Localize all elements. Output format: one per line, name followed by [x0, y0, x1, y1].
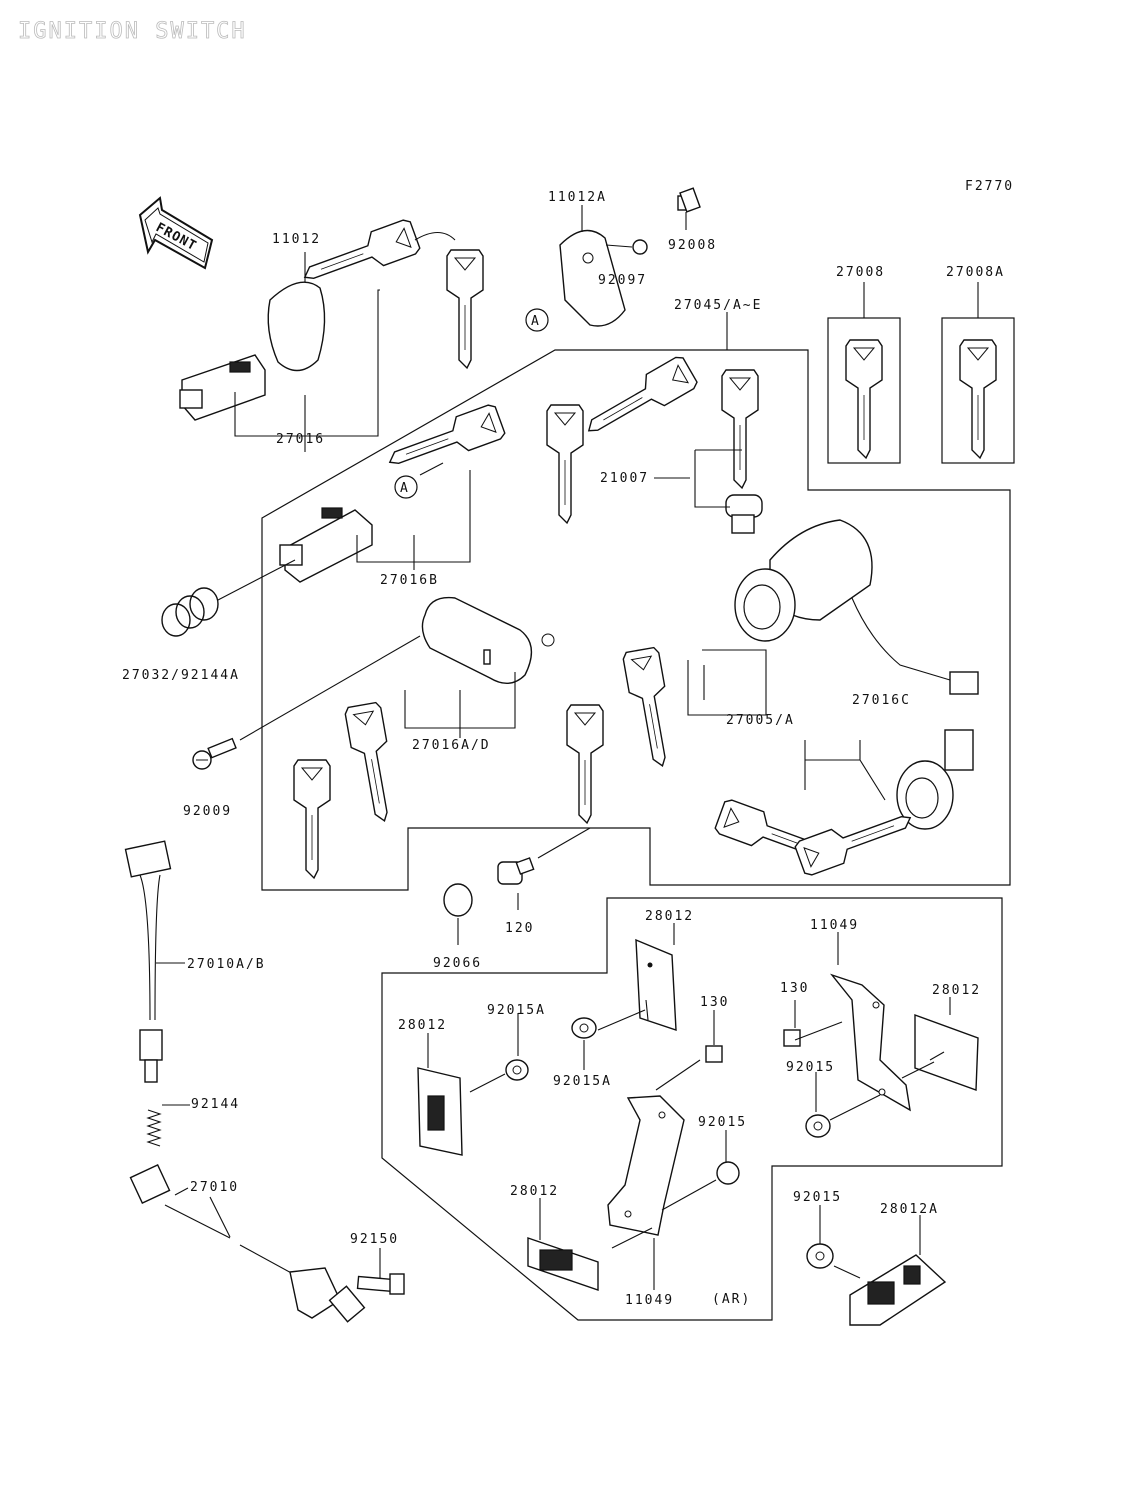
nut-92015-c [806, 1243, 834, 1269]
label-92015-c: 92015 [793, 1190, 842, 1205]
label-11049-left: 11049 [625, 1293, 674, 1308]
diagram-title: IGNITION SWITCH [18, 19, 247, 44]
label-11012: 11012 [272, 232, 321, 247]
nut-92015-b [716, 1161, 740, 1185]
label-28012-right: 28012 [932, 983, 981, 998]
key-pair-27016C [713, 797, 918, 878]
lock-27016AD [421, 596, 555, 684]
leader-lines [156, 205, 979, 1290]
cap-92066 [443, 883, 473, 917]
label-28012-bottom: 28012 [510, 1184, 559, 1199]
label-92150: 92150 [350, 1232, 399, 1247]
label-28012-top: 28012 [645, 909, 694, 924]
label-28012-left: 28012 [398, 1018, 447, 1033]
label-ar: (AR) [712, 1292, 751, 1307]
label-27032: 27032/92144A [122, 668, 240, 683]
label-120: 120 [505, 921, 534, 936]
ref-circle-a-mid-letter: A [400, 481, 408, 496]
washer-92097 [632, 239, 648, 255]
figure-code: F2770 [965, 179, 1014, 194]
bracket-11049-left [607, 1095, 685, 1236]
label-92009: 92009 [183, 804, 232, 819]
label-21007: 21007 [600, 471, 649, 486]
label-11049-right: 11049 [810, 918, 859, 933]
key-pair-27045 [578, 353, 759, 489]
key-pair-11012 [297, 217, 484, 369]
reflector-28012-left [417, 1067, 463, 1156]
label-130-b: 130 [780, 981, 809, 996]
ignition-switch-27005 [734, 519, 979, 695]
bolt-130-b [783, 1029, 801, 1047]
label-92015A-b: 92015A [553, 1074, 612, 1089]
cap-21007 [725, 494, 763, 534]
label-92008: 92008 [668, 238, 717, 253]
label-27045: 27045/A~E [674, 298, 762, 313]
bolt-92008 [677, 187, 701, 213]
switch-27010 [129, 1164, 366, 1323]
reflector-28012-right [914, 1013, 979, 1091]
label-92066: 92066 [433, 956, 482, 971]
key-pair-27016B [382, 402, 584, 524]
nut-92015A-b [505, 1059, 529, 1081]
reflector-28012A [849, 1254, 947, 1326]
label-92144: 92144 [191, 1097, 240, 1112]
label-92015A-a: 92015A [487, 1003, 546, 1018]
key-pair-27005 [566, 646, 679, 824]
nut-92015A-a [571, 1017, 597, 1039]
reflector-28012-top [635, 938, 677, 1031]
reflector-28012-bottom [527, 1237, 599, 1291]
switch-27016C [896, 729, 974, 830]
ref-circle-a-top-letter: A [531, 314, 539, 329]
label-92015-a: 92015 [786, 1060, 835, 1075]
cylinder-27016B [279, 507, 373, 583]
key-pair-27016AD [293, 701, 401, 879]
label-92015-b: 92015 [698, 1115, 747, 1130]
screw-92009 [192, 737, 237, 770]
ref-circle-a-mid [394, 475, 418, 499]
label-27016B: 27016B [380, 573, 439, 588]
label-27010: 27010 [190, 1180, 239, 1195]
label-27008A: 27008A [946, 265, 1005, 280]
harness-27010AB [124, 840, 172, 1083]
nut-92015-a [805, 1114, 831, 1138]
ref-circle-a-top [525, 308, 549, 332]
label-28012A: 28012A [880, 1202, 939, 1217]
main-frame [261, 349, 1011, 891]
label-27008: 27008 [836, 265, 885, 280]
label-27016: 27016 [276, 432, 325, 447]
spring-27032 [161, 587, 219, 637]
label-11012A: 11012A [548, 190, 607, 205]
front-arrow-icon: FRONT [138, 196, 214, 270]
bracket-11049-right [829, 973, 911, 1112]
label-92097: 92097 [598, 273, 647, 288]
label-130-a: 130 [700, 995, 729, 1010]
label-27016AD: 27016A/D [412, 738, 491, 753]
bracket-11012A [559, 187, 701, 327]
label-27010AB: 27010A/B [187, 957, 266, 972]
grommet-120 [497, 857, 535, 885]
part-labels: 11012 11012A 92008 92097 27045/A~E 27008… [122, 190, 1005, 1308]
bolt-92150 [356, 1273, 405, 1295]
bolt-130-a [705, 1045, 723, 1063]
label-27016C: 27016C [852, 693, 911, 708]
lock-plate-11012 [179, 281, 326, 421]
lower-frame [381, 897, 1003, 1321]
label-27005: 27005/A [726, 713, 795, 728]
spring-92144 [146, 1109, 162, 1147]
